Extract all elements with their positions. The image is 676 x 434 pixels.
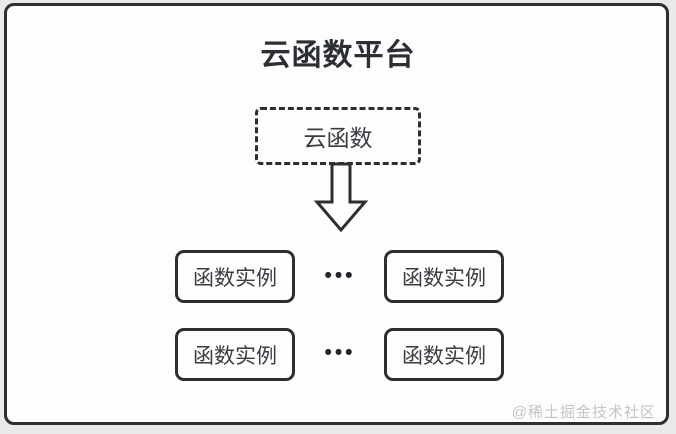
cloud-function-label: 云函数	[303, 125, 373, 151]
function-instance-box: 函数实例	[384, 328, 504, 381]
function-instance-label: 函数实例	[402, 344, 486, 368]
function-instance-label: 函数实例	[193, 344, 277, 368]
ellipsis-row-1: •••	[324, 264, 356, 287]
diagram-title: 云函数平台	[260, 39, 416, 72]
function-instance-label: 函数实例	[402, 266, 486, 290]
function-instance-box: 函数实例	[384, 250, 504, 303]
function-instance-box: 函数实例	[175, 250, 295, 303]
watermark: @稀土掘金技术社区	[511, 404, 656, 421]
down-arrow-icon	[313, 162, 369, 233]
function-instance-label: 函数实例	[193, 266, 277, 290]
ellipsis-row-2: •••	[324, 341, 356, 364]
function-instance-box: 函数实例	[175, 328, 295, 381]
cloud-function-box: 云函数	[255, 107, 421, 165]
